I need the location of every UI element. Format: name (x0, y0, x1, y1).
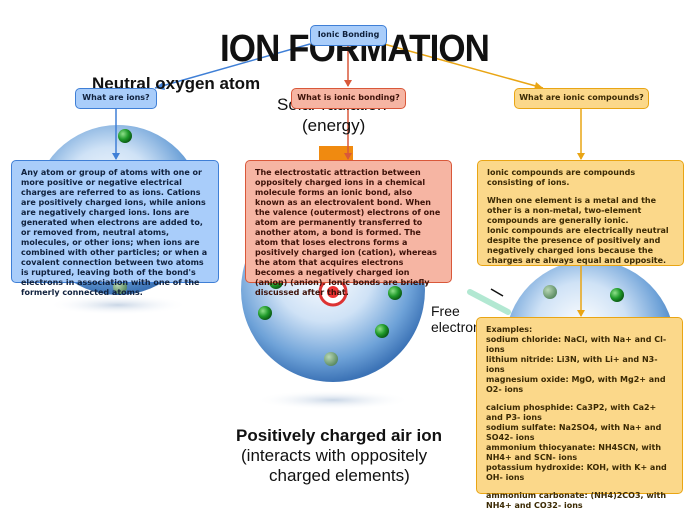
example-item: lithium nitride: Li3N, with Li+ and N3- … (486, 355, 658, 374)
compounds-text-1: Ionic compounds are compounds consisting… (487, 168, 636, 187)
compounds-text-2: When one element is a metal and the othe… (487, 196, 657, 225)
bonding-answer-node[interactable]: The electrostatic attraction between opp… (245, 160, 452, 297)
example-item: sodium chloride: NaCl, with Na+ and Cl- … (486, 335, 667, 354)
arrow-icon (490, 288, 504, 297)
caption-line1: (interacts with oppositely (241, 446, 428, 465)
bonding-answer-text: The electrostatic attraction between opp… (255, 168, 441, 297)
examples-heading: Examples: (486, 325, 533, 334)
compounds-answer-node[interactable]: Ionic compounds are compounds consisting… (477, 160, 684, 266)
bonding-question-node[interactable]: What is ionic bonding? (291, 88, 406, 109)
example-item: magnesium oxide: MgO, with Mg2+ and O2- … (486, 375, 666, 394)
energy-label: (energy) (302, 116, 366, 135)
caption-line2: charged elements) (269, 466, 410, 485)
example-item: sodium sulfate: Na2SO4, with Na+ and SO4… (486, 423, 662, 442)
compounds-text-3: Ionic compounds are electrically neutral… (487, 226, 669, 265)
example-item: ammonium thiocyanate: NH4SCN, with NH4+ … (486, 443, 662, 462)
ions-answer-node[interactable]: Any atom or group of atoms with one or m… (11, 160, 219, 297)
caption-bold: Positively charged air ion (236, 426, 442, 445)
compounds-question-node[interactable]: What are ionic compounds? (514, 88, 649, 109)
example-item: potassium hydroxide: KOH, with K+ and OH… (486, 463, 667, 482)
ions-answer-text: Any atom or group of atoms with one or m… (21, 168, 208, 297)
free-electron-label: Free electron (431, 303, 476, 335)
examples-node[interactable]: Examples: sodium chloride: NaCl, with Na… (476, 317, 683, 510)
ions-question-node[interactable]: What are ions? (75, 88, 157, 109)
example-item: calcium phosphide: Ca3P2, with Ca2+ and … (486, 403, 657, 422)
example-item: ammonium carbonate: (NH4)2CO3, with NH4+… (486, 491, 667, 510)
root-node[interactable]: Ionic Bonding (310, 25, 387, 46)
